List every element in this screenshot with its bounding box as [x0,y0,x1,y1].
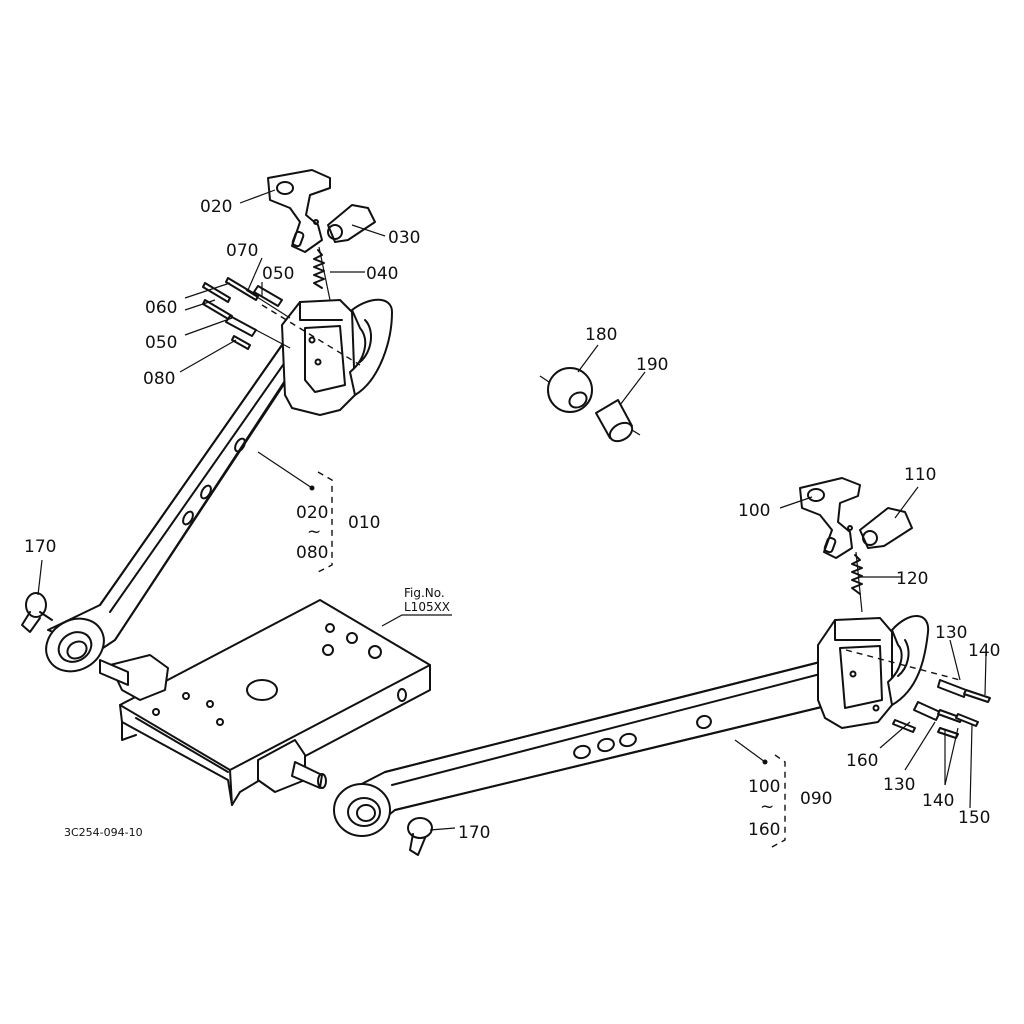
callout-110: 110 [904,465,936,485]
left-latch-lever-020 [267,169,331,253]
right-hook-assembly [817,615,961,729]
callout-010-range-tilde: ~ [307,522,321,542]
diagram-code: 3C254-094-10 [64,826,143,839]
figure-reference: Fig.No. L105XX [404,586,450,614]
callout-010: 010 [348,513,380,533]
right-pins-130-160 [892,679,991,739]
left-pins-050-060-070-080 [202,277,291,350]
callout-060: 060 [145,298,177,318]
callout-180: 180 [585,325,617,345]
linch-pin-170-left [21,592,53,633]
callout-170-left: 170 [24,537,56,557]
fig-reference-line2: L105XX [404,600,450,614]
callout-160: 160 [846,751,878,771]
bushing-190 [595,399,641,443]
callout-090-range-tilde: ~ [760,797,774,817]
callout-100: 100 [738,501,770,521]
callout-040: 040 [366,264,398,284]
right-latch-lever-100 [799,477,861,559]
fig-reference-line1: Fig.No. [404,586,445,600]
left-latch-030 [327,204,376,243]
linch-pin-170-right [407,817,433,856]
callout-labels: 020 030 040 070 050 060 050 080 180 190 … [24,197,1000,843]
callout-090: 090 [800,789,832,809]
callout-150: 150 [958,808,990,828]
callout-140-top: 140 [968,641,1000,661]
drawbar-bracket [99,599,431,806]
callout-050-bottom: 050 [145,333,177,353]
callout-140-bottom: 140 [922,791,954,811]
ball-180 [539,367,593,413]
callout-050-top: 050 [262,264,294,284]
callout-010-range-end: 080 [296,543,328,563]
left-hook-assembly [261,298,393,416]
callout-090-range-end: 160 [748,820,780,840]
callout-010-range-start: 020 [296,503,328,523]
callout-190: 190 [636,355,668,375]
callout-170-right: 170 [458,823,490,843]
callout-080: 080 [143,369,175,389]
leader-lines [37,189,987,849]
callout-090-range-start: 100 [748,777,780,797]
callout-130-bottom: 130 [883,775,915,795]
callout-120: 120 [896,569,928,589]
callout-070: 070 [226,241,258,261]
callout-020: 020 [200,197,232,217]
left-lower-link-arm [45,344,293,673]
right-spring-120 [851,551,863,613]
right-latch-110 [859,507,913,549]
callout-030: 030 [388,228,420,248]
callout-130-top: 130 [935,623,967,643]
left-spring-040 [313,246,331,301]
